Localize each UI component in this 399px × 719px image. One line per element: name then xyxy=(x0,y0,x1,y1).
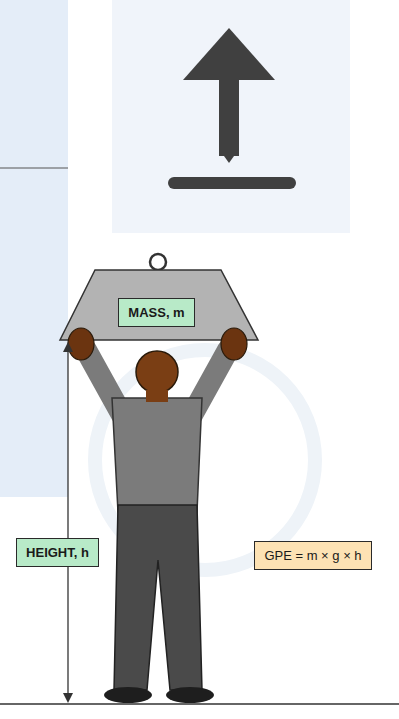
side-panel xyxy=(0,0,68,497)
ground-line xyxy=(0,703,399,704)
label-text: HEIGHT, h xyxy=(26,545,89,560)
glove xyxy=(221,328,247,360)
formula-box: GPE = m × g × h xyxy=(254,541,372,570)
icon-panel xyxy=(112,0,350,233)
label-text: MASS, m xyxy=(128,305,184,320)
man-figure xyxy=(86,350,228,703)
height-label: HEIGHT, h xyxy=(16,538,99,567)
mass-weight xyxy=(60,254,258,340)
panel-rule xyxy=(0,168,68,169)
label-text: GPE = m × g × h xyxy=(264,548,361,563)
mass-label: MASS, m xyxy=(118,298,195,327)
glove xyxy=(68,328,94,360)
upload-arrow-icon xyxy=(168,28,296,189)
height-arrow xyxy=(63,342,73,703)
